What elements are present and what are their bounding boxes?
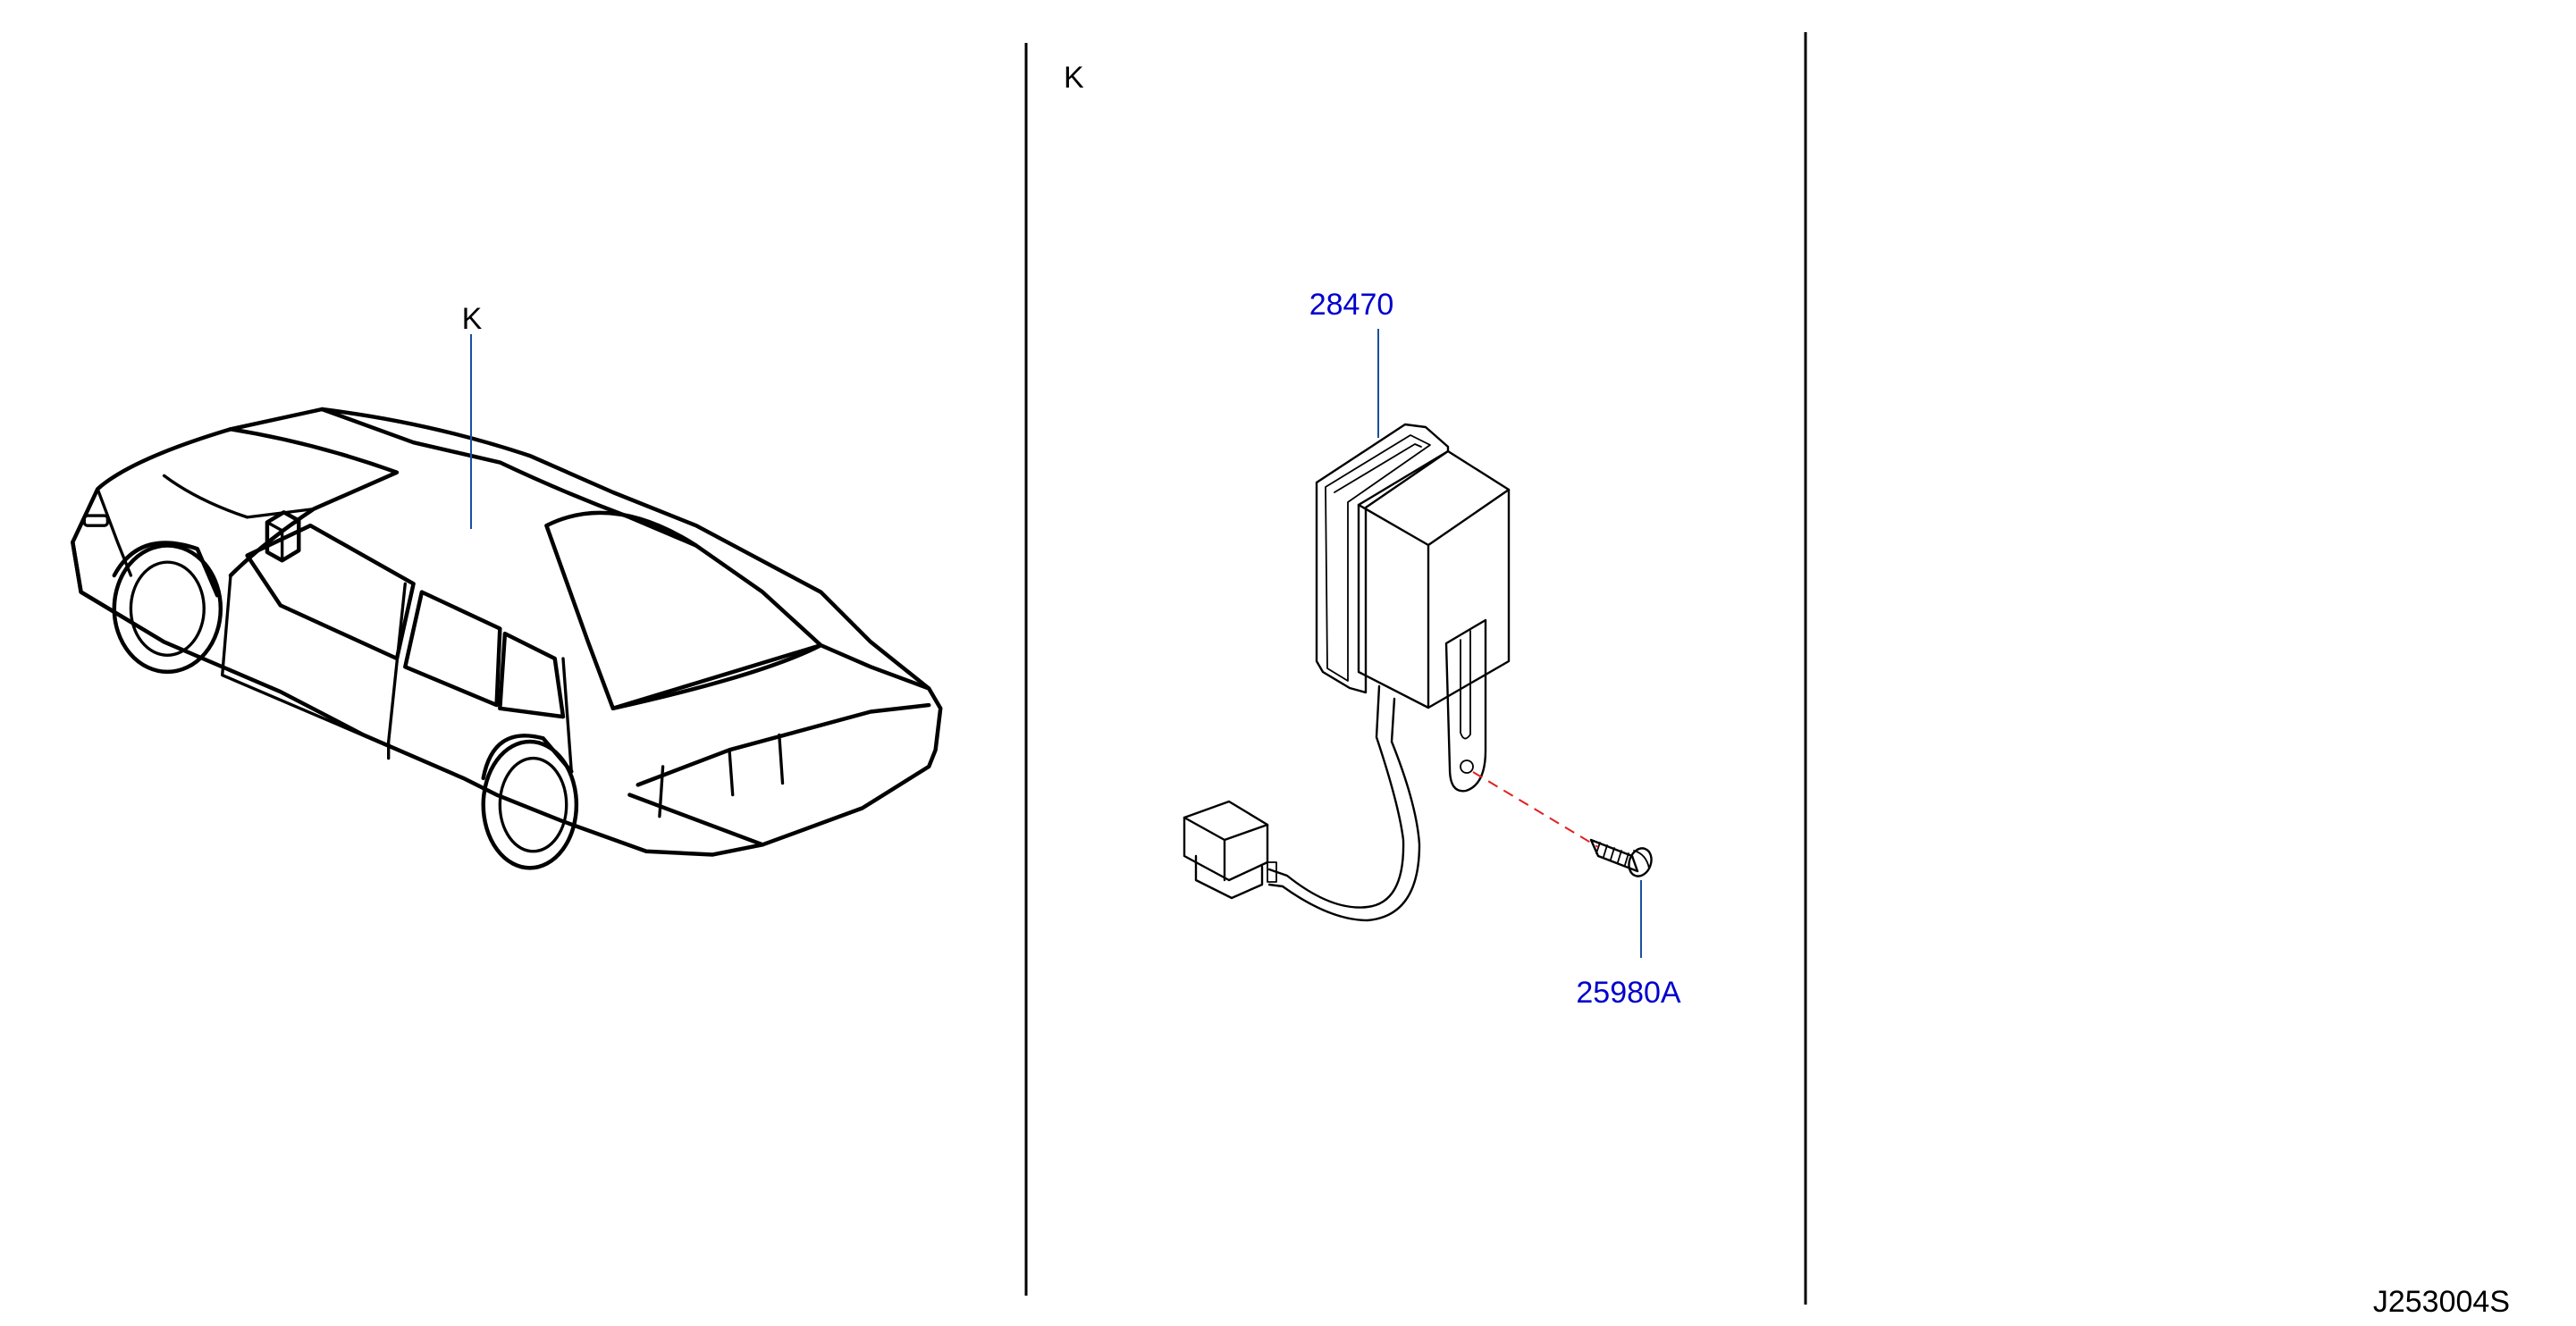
control-module-28470[interactable]: [1183, 423, 1511, 922]
part-number-28470[interactable]: 28470: [1309, 288, 1394, 322]
part-number-25980A[interactable]: 25980A: [1576, 976, 1681, 1010]
callout-label-k: K: [462, 302, 483, 336]
mounting-alignment-line: [1472, 771, 1599, 848]
view-label-k: K: [1064, 61, 1084, 95]
diagram-id: J253004S: [2373, 1285, 2510, 1319]
screw-25980A[interactable]: [1589, 838, 1655, 879]
vehicle-illustration: [71, 407, 943, 870]
